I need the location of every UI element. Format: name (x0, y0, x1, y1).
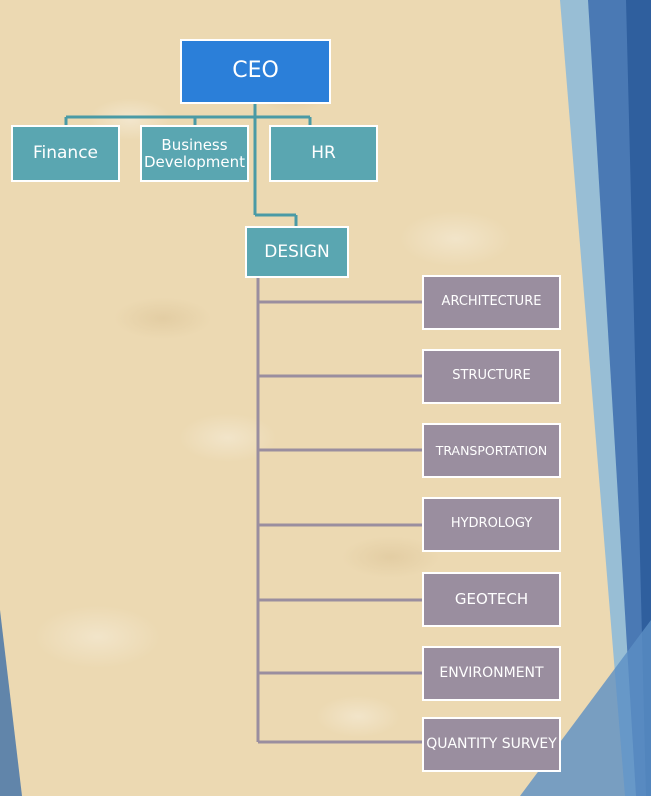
architecture-label: ARCHITECTURE (441, 294, 542, 310)
transportation-label: TRANSPORTATION (435, 442, 548, 458)
architecture-box: ARCHITECTURE (422, 275, 561, 330)
hr-box: HR (269, 125, 378, 182)
hr-label: HR (311, 143, 336, 164)
environment-box: ENVIRONMENT (422, 646, 561, 701)
quantity-survey-box: QUANTITY SURVEY (422, 717, 561, 772)
geotech-label: GEOTECH (454, 590, 529, 609)
hydrology-box: HYDROLOGY (422, 497, 561, 552)
finance-box: Finance (11, 125, 120, 182)
design-label: DESIGN (264, 241, 330, 262)
structure-label: STRUCTURE (452, 368, 531, 384)
hydrology-label: HYDROLOGY (450, 516, 533, 532)
design-box: DESIGN (245, 226, 349, 278)
ceo-box: CEO (180, 39, 331, 104)
business-development-box: Business Development (140, 125, 249, 182)
structure-box: STRUCTURE (422, 349, 561, 404)
business-development-label: Business Development (144, 136, 245, 171)
transportation-box: TRANSPORTATION (422, 423, 561, 478)
environment-label: ENVIRONMENT (439, 664, 544, 681)
geotech-box: GEOTECH (422, 572, 561, 627)
ceo-label: CEO (232, 58, 279, 84)
quantity-survey-label: QUANTITY SURVEY (426, 735, 557, 752)
finance-label: Finance (32, 143, 99, 164)
